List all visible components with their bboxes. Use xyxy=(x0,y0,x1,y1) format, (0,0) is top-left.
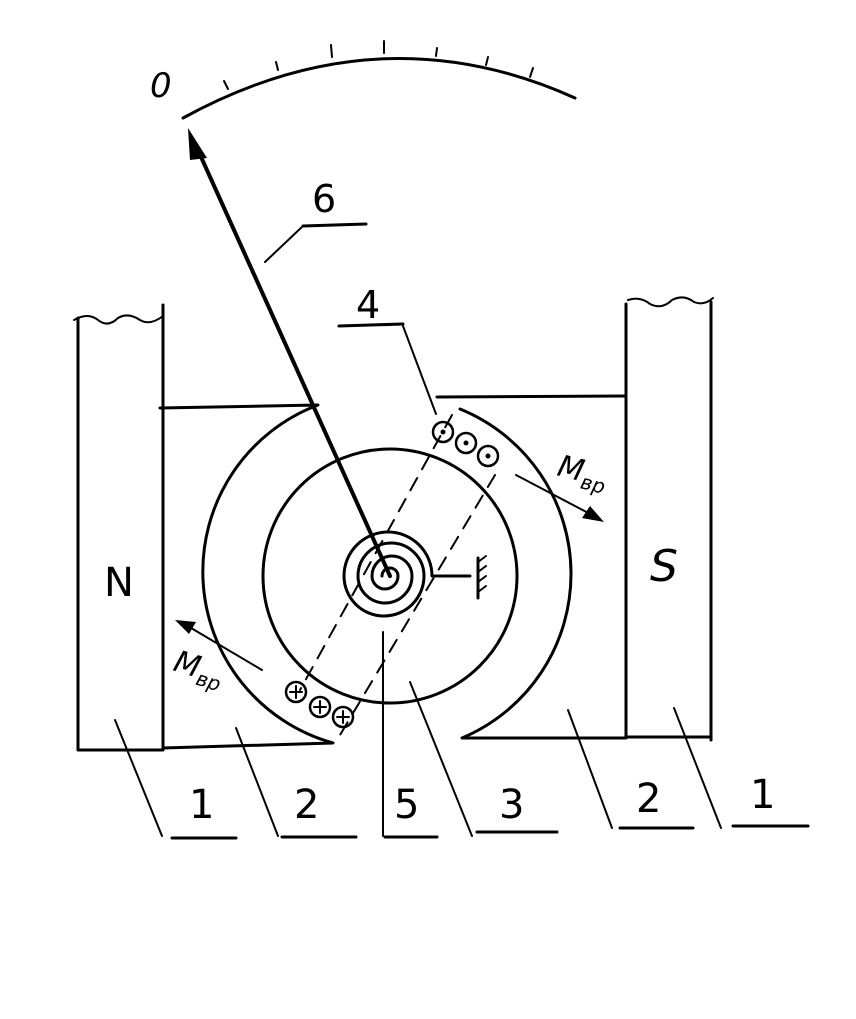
scale-tick xyxy=(330,44,333,58)
magnet-south: S xyxy=(624,296,714,742)
scale-tick xyxy=(529,67,534,78)
scale: 0 xyxy=(150,40,577,120)
dot-icon xyxy=(454,431,478,455)
callout-label-1-left: 1 xyxy=(189,782,214,828)
cross-icon xyxy=(284,680,308,704)
label-6-underline xyxy=(301,222,368,228)
dot-icon xyxy=(431,420,455,444)
scale-tick xyxy=(485,56,489,66)
label-4: 4 xyxy=(356,283,380,327)
callout-label-1-right: 1 xyxy=(750,772,775,818)
callout-underlines xyxy=(170,824,810,840)
arrowhead-icon xyxy=(582,506,604,522)
label-6: 6 xyxy=(312,177,336,221)
scale-tick xyxy=(435,47,438,57)
scale-tick xyxy=(223,80,229,90)
magnet-label-s: S xyxy=(650,541,678,592)
scale-tick xyxy=(275,61,279,71)
torque-arrow-top: Mвр xyxy=(515,449,611,522)
dot-icon xyxy=(476,444,500,468)
break-line xyxy=(73,314,164,325)
scale-zero-label: 0 xyxy=(150,66,172,106)
pole-piece-right xyxy=(435,394,628,740)
cross-icon xyxy=(308,695,332,719)
scale-arc xyxy=(181,57,577,120)
core xyxy=(261,447,519,705)
callout-label-3: 3 xyxy=(499,782,524,828)
conductors-current-in xyxy=(284,680,355,729)
magnet-label-n: N xyxy=(104,560,134,606)
label-6-leader xyxy=(264,225,304,263)
callout-label-2-right: 2 xyxy=(636,776,661,822)
torque-label-top: Mвр xyxy=(553,449,611,499)
cross-icon xyxy=(331,705,355,729)
spiral-spring xyxy=(342,530,487,618)
arrowhead-icon xyxy=(188,128,207,160)
callout-label-5: 5 xyxy=(394,782,419,828)
magnet-north: N xyxy=(73,303,165,752)
arrowhead-icon xyxy=(175,620,196,634)
callout-leaders xyxy=(114,631,722,837)
pointer-arrow xyxy=(188,128,392,578)
torque-arrow-bottom: Mвр xyxy=(168,620,263,696)
label-4-underline xyxy=(337,322,405,328)
moving-coil-frame xyxy=(299,414,496,736)
pole-piece-left xyxy=(158,403,335,750)
break-line xyxy=(627,296,714,308)
scale-ticks xyxy=(223,40,534,90)
label-4-leader xyxy=(402,325,437,415)
conductors-current-out xyxy=(431,420,500,468)
torque-label-bottom: Mвр xyxy=(168,644,228,696)
callout-label-2-left: 2 xyxy=(294,782,319,828)
